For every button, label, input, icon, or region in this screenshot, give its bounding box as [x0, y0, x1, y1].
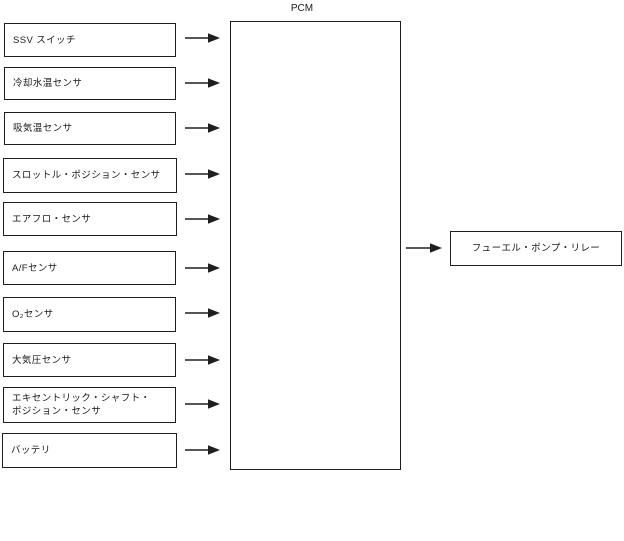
input-box-label: エアフロ・センサ — [12, 213, 92, 225]
input-box-battery: バッテリ — [2, 433, 177, 468]
input-box-af-sensor: A/Fセンサ — [3, 251, 176, 285]
arrow-barometric-pressure-to-pcm-icon — [185, 355, 220, 365]
input-box-eccentric-shaft-position-sensor: エキセントリック・シャフト・ ポジション・センサ — [3, 387, 176, 423]
input-box-label: スロットル・ポジション・センサ — [12, 170, 161, 181]
input-box-label: エキセントリック・シャフト・ ポジション・センサ — [12, 393, 151, 417]
input-box-label: バッテリ — [11, 445, 51, 456]
input-box-label: O₂センサ — [12, 309, 54, 320]
arrow-ssv-switch-to-pcm-icon — [185, 33, 220, 43]
arrow-pcm-to-fuel-pump-relay-icon — [406, 243, 442, 253]
input-box-airflow-sensor: エアフロ・センサ — [3, 202, 177, 236]
arrow-battery-to-pcm-icon — [185, 445, 220, 455]
arrow-coolant-temp-to-pcm-icon — [185, 78, 220, 88]
input-box-label: SSV スイッチ — [13, 34, 76, 46]
input-box-label: 冷却水温センサ — [13, 78, 83, 89]
input-box-label: 吸気温センサ — [13, 123, 73, 134]
input-box-intake-air-temp-sensor: 吸気温センサ — [4, 112, 176, 145]
pcm-title: PCM — [290, 3, 314, 14]
output-box-label: フューエル・ポンプ・リレー — [471, 243, 601, 254]
input-box-throttle-position-sensor: スロットル・ポジション・センサ — [3, 158, 177, 193]
arrow-o2-sensor-to-pcm-icon — [185, 308, 220, 318]
input-box-barometric-pressure-sensor: 大気圧センサ — [3, 343, 176, 377]
input-box-label: A/Fセンサ — [12, 262, 58, 274]
pcm-box — [230, 21, 401, 470]
arrow-airflow-to-pcm-icon — [185, 214, 220, 224]
input-box-coolant-temp-sensor: 冷却水温センサ — [4, 67, 176, 100]
arrow-intake-air-temp-to-pcm-icon — [185, 123, 220, 133]
output-box-fuel-pump-relay: フューエル・ポンプ・リレー — [450, 231, 622, 266]
arrow-eccentric-shaft-to-pcm-icon — [185, 399, 220, 409]
input-box-o2-sensor: O₂センサ — [3, 297, 176, 332]
arrow-throttle-position-to-pcm-icon — [185, 169, 220, 179]
input-box-ssv-switch: SSV スイッチ — [4, 23, 176, 57]
input-box-label: 大気圧センサ — [12, 354, 72, 366]
arrow-af-sensor-to-pcm-icon — [185, 263, 220, 273]
